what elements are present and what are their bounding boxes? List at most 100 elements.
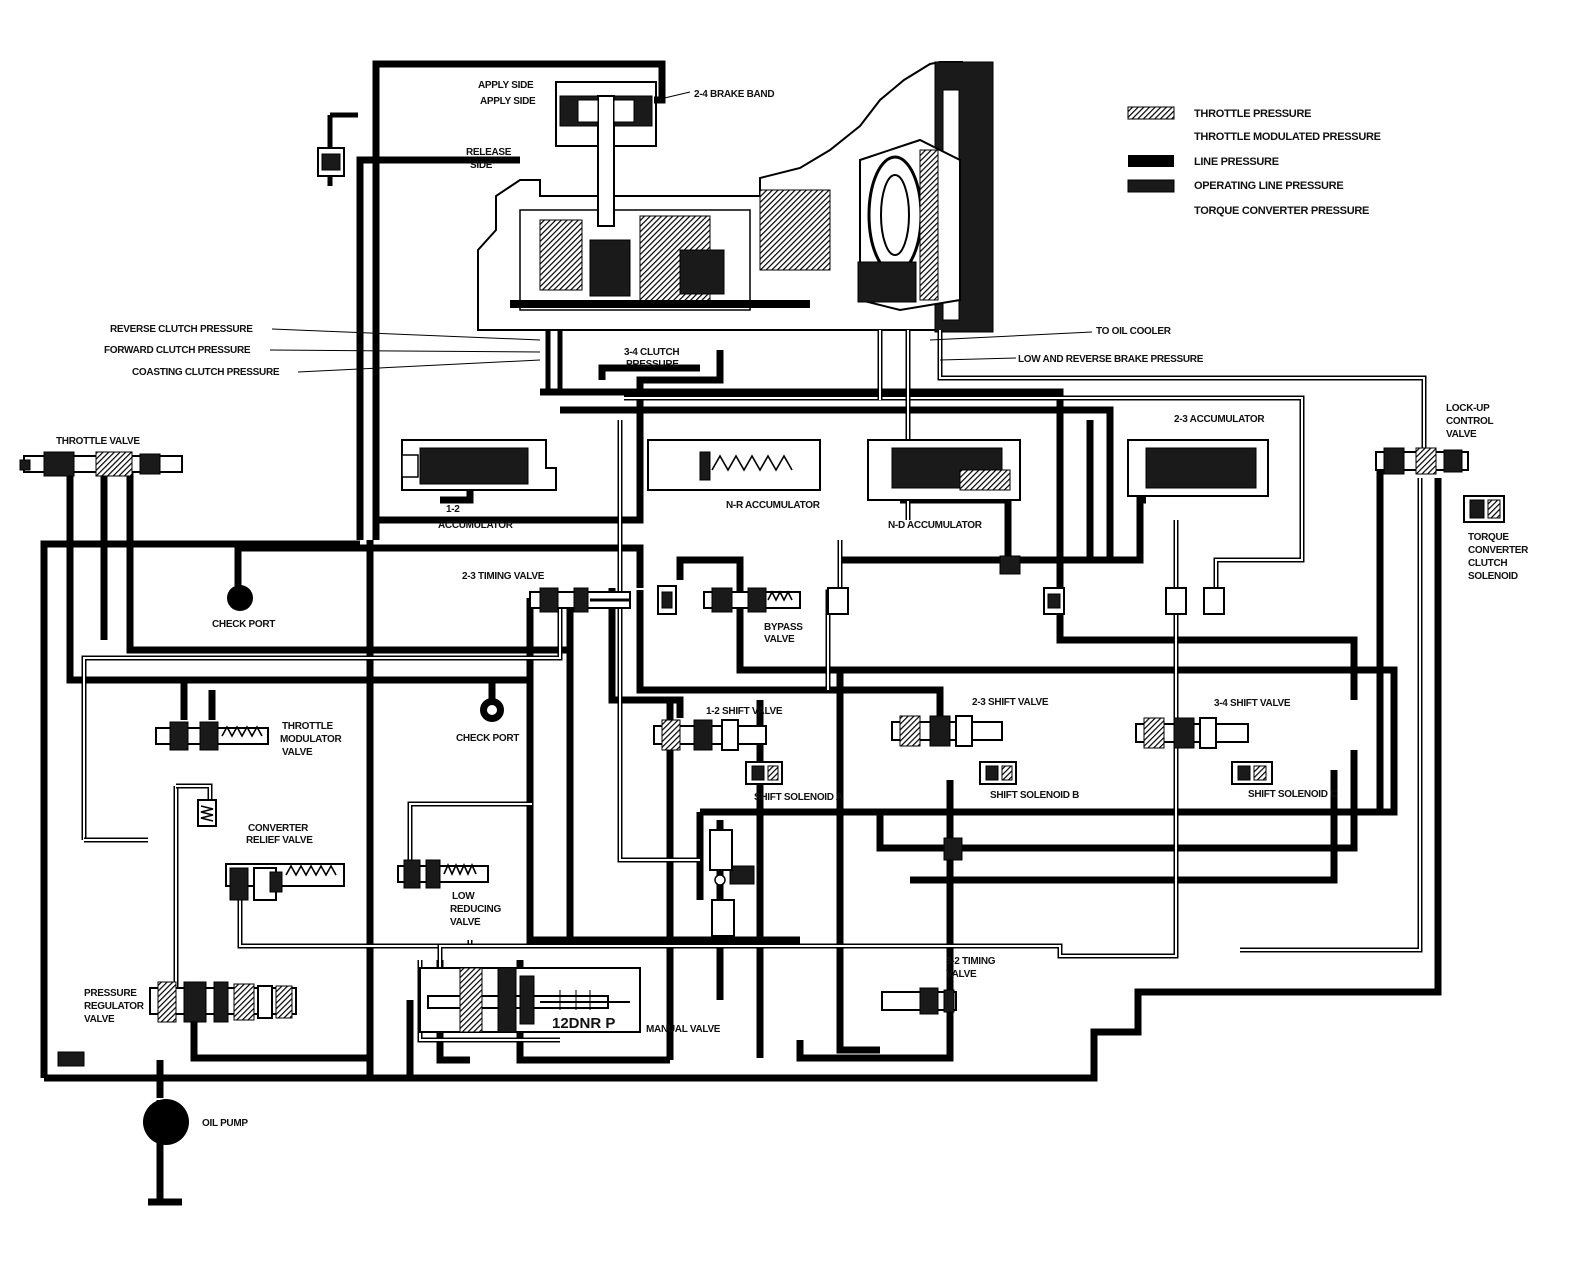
clutch-pack-forward <box>589 239 631 297</box>
shift-valve-1-2 <box>653 719 767 751</box>
output-shaft <box>510 300 810 308</box>
legend-swatch-operating-line <box>1127 179 1175 193</box>
label-low-reverse-brake: LOW AND REVERSE BRAKE PRESSURE <box>1018 354 1204 365</box>
label-throttle-mod-1: THROTTLE <box>282 721 334 732</box>
label-accum-12-2: ACCUMULATOR <box>438 520 514 531</box>
label-pressure-reg-3: VALVE <box>84 1014 115 1025</box>
legend-swatch-throttle <box>1127 106 1175 120</box>
label-release-side-2: SIDE <box>470 160 493 171</box>
timing-valve-2-3 <box>529 587 631 613</box>
label-bypass-1: BYPASS <box>764 622 803 633</box>
accumulator-1-2 <box>401 439 557 491</box>
label-low-reducing-2: REDUCING <box>450 904 501 915</box>
label-throttle-valve: THROTTLE VALVE <box>56 436 140 447</box>
converter-relief-valve <box>225 863 345 901</box>
label-forward-clutch: FORWARD CLUTCH PRESSURE <box>104 345 251 356</box>
check-port-1 <box>227 585 253 611</box>
label-shift-23: 2-3 SHIFT VALVE <box>972 697 1049 708</box>
label-nr-accumulator: N-R ACCUMULATOR <box>726 500 821 511</box>
component-labels: APPLY SIDE APPLY SIDE 2-4 BRAKE BAND REL… <box>56 80 1529 1129</box>
transmission-section <box>477 61 994 333</box>
thin-pipe-network <box>81 330 1427 1043</box>
shift-valve-2-3 <box>891 715 1003 747</box>
label-oil-cooler: TO OIL COOLER <box>1096 326 1172 337</box>
label-converter-relief-2: RELIEF VALVE <box>246 835 313 846</box>
label-converter-relief-1: CONVERTER <box>248 823 309 834</box>
check-valve-grid-2 <box>943 837 963 861</box>
legend-label-throttle-modulated: THROTTLE MODULATED PRESSURE <box>1194 131 1381 143</box>
small-relief-spring <box>197 799 217 827</box>
label-low-reducing-1: LOW <box>452 891 475 902</box>
label-check-port-2: CHECK PORT <box>456 733 519 744</box>
bypass-valve <box>703 587 801 613</box>
shift-solenoid-c <box>1231 761 1273 785</box>
throttle-modulator-valve <box>155 721 269 751</box>
legend: THROTTLE PRESSURE THROTTLE MODULATED PRE… <box>1127 106 1381 217</box>
label-solenoid-a: SHIFT SOLENOID A <box>754 792 843 803</box>
label-solenoid-b: SHIFT SOLENOID B <box>990 790 1079 801</box>
label-lockup-2: CONTROL <box>1446 416 1494 427</box>
label-timing-32-1: 3-2 TIMING <box>946 956 996 967</box>
oil-filter-check <box>57 1051 85 1067</box>
check-valve-grid-4 <box>711 899 735 937</box>
label-tcc-3: CLUTCH <box>1468 558 1507 569</box>
manual-valve <box>419 967 641 1033</box>
label-nd-accumulator: N-D ACCUMULATOR <box>888 520 983 531</box>
check-valve-nd <box>827 555 1225 615</box>
label-clutch-34-1: 3-4 CLUTCH <box>624 347 679 358</box>
label-tcc-4: SOLENOID <box>1468 571 1518 582</box>
label-clutch-34-2: PRESSURE <box>626 359 679 370</box>
legend-label-operating-line: OPERATING LINE PRESSURE <box>1194 180 1343 192</box>
label-throttle-mod-2: MODULATOR <box>280 734 342 745</box>
oil-pump <box>143 1099 189 1145</box>
legend-label-line: LINE PRESSURE <box>1194 156 1279 168</box>
label-tcc-2: CONVERTER <box>1468 545 1529 556</box>
accumulator-2-3 <box>1127 439 1269 497</box>
accumulator-n-d <box>867 439 1021 501</box>
label-tcc-1: TORQUE <box>1468 532 1509 543</box>
label-pressure-reg-1: PRESSURE <box>84 988 137 999</box>
label-pressure-reg-2: REGULATOR <box>84 1001 145 1012</box>
label-timing-23: 2-3 TIMING VALVE <box>462 571 545 582</box>
label-manual-positions: 12DNR P <box>552 1015 615 1032</box>
label-check-port-1: CHECK PORT <box>212 619 275 630</box>
label-bypass-2: VALVE <box>764 634 795 645</box>
torque-converter-clutch-solenoid <box>1463 495 1505 523</box>
label-manual-valve: MANUAL VALVE <box>646 1024 721 1035</box>
servo-check-valve <box>317 147 345 177</box>
check-valve-grid-3 <box>709 829 733 871</box>
shift-solenoid-b <box>979 761 1017 785</box>
label-accum-12-1: 1-2 <box>446 504 460 515</box>
low-reducing-valve <box>397 859 489 889</box>
label-apply-side-1: APPLY SIDE <box>478 80 534 91</box>
label-reverse-clutch: REVERSE CLUTCH PRESSURE <box>110 324 253 335</box>
accumulator-n-r <box>647 439 821 491</box>
check-valve-grid-1 <box>729 865 755 885</box>
timing-valve-3-2 <box>881 987 957 1015</box>
label-apply-side-2: APPLY SIDE <box>480 96 536 107</box>
label-release-side-1: RELEASE <box>466 147 512 158</box>
clutch-pack-reverse <box>539 219 583 291</box>
label-lockup-3: VALVE <box>1446 429 1477 440</box>
label-accum-23: 2-3 ACCUMULATOR <box>1174 414 1265 425</box>
bypass-check-valve <box>657 585 677 615</box>
band-servo-rod <box>597 95 615 227</box>
leader-lines <box>269 91 1093 373</box>
label-coasting-clutch: COASTING CLUTCH PRESSURE <box>132 367 280 378</box>
legend-swatch-line <box>1128 155 1174 167</box>
label-throttle-mod-3: VALVE <box>282 747 313 758</box>
label-timing-32-2: VALVE <box>946 969 977 980</box>
pipe-network <box>40 60 1442 1206</box>
label-brake-band: 2-4 BRAKE BAND <box>694 89 774 100</box>
pressure-regulator-valve <box>149 981 297 1023</box>
shift-solenoid-a <box>745 761 783 785</box>
label-low-reducing-3: VALVE <box>450 917 481 928</box>
label-lockup-1: LOCK-UP <box>1446 403 1490 414</box>
legend-label-torque-converter: TORQUE CONVERTER PRESSURE <box>1194 205 1369 217</box>
label-shift-12: 1-2 SHIFT VALVE <box>706 706 783 717</box>
legend-label-throttle: THROTTLE PRESSURE <box>1194 108 1311 120</box>
shift-valve-3-4 <box>1135 717 1249 749</box>
lock-up-control-valve <box>1375 447 1469 475</box>
throttle-valve <box>19 451 183 477</box>
